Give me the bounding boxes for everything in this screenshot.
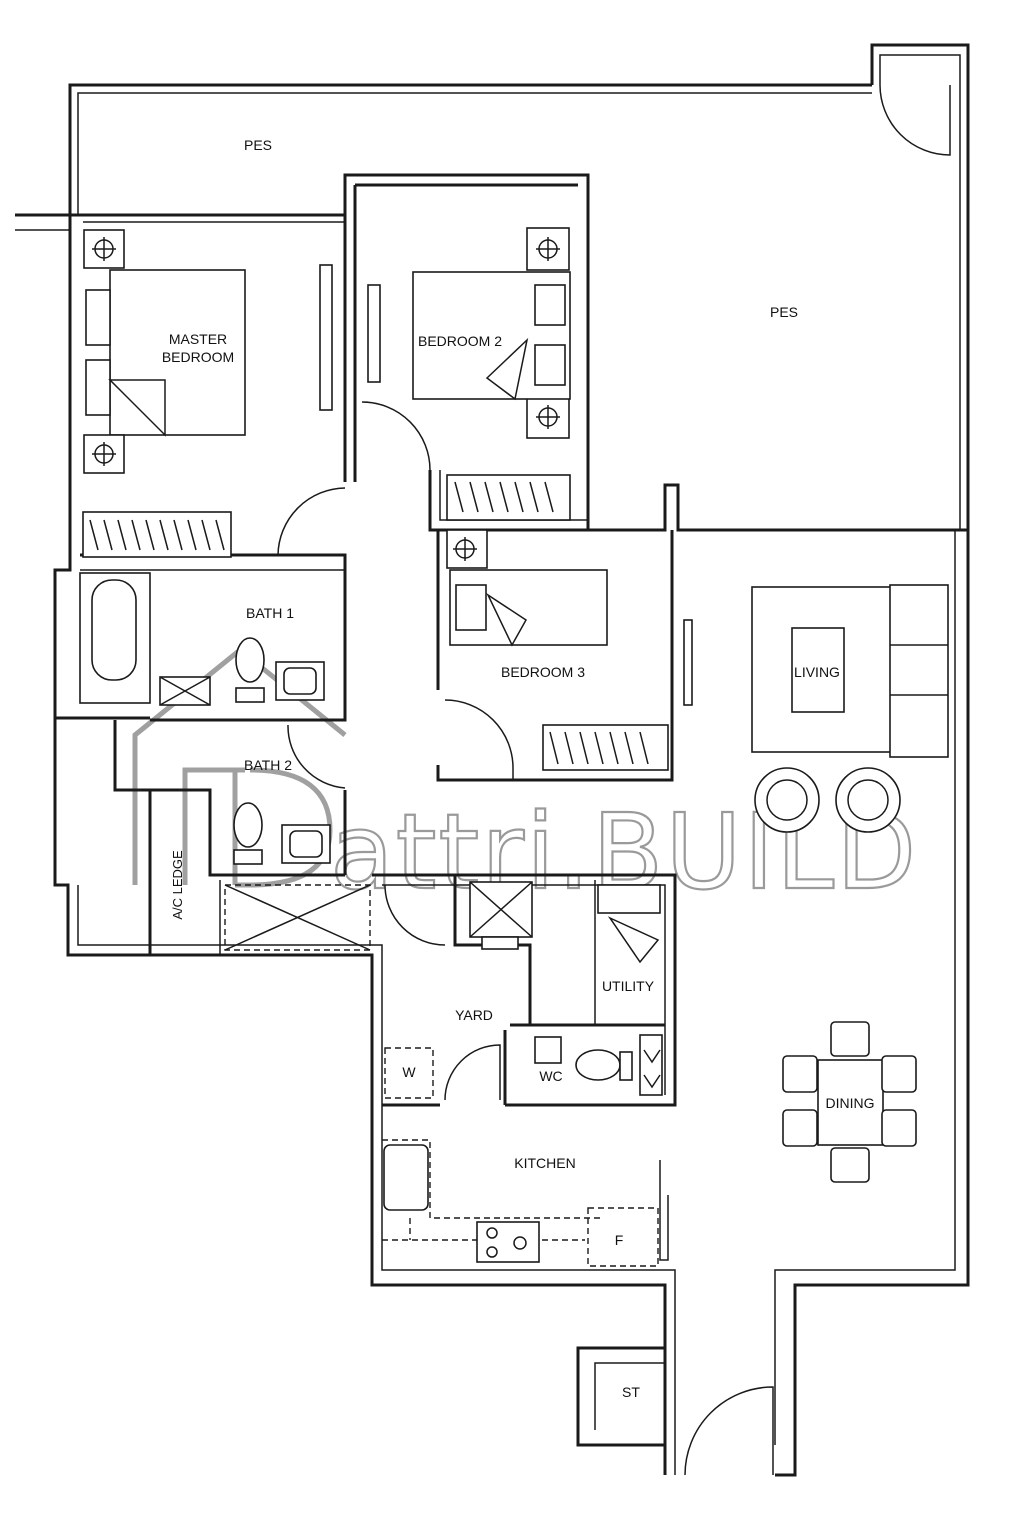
bath1-label: BATH 1 xyxy=(246,605,294,621)
store-label: ST xyxy=(622,1384,640,1400)
bedroom2-label: BEDROOM 2 xyxy=(418,333,502,349)
bath1-shower-icon xyxy=(159,676,211,706)
armchair-icon xyxy=(754,767,901,833)
wc-toilet-icon xyxy=(575,1049,633,1081)
wc-label: WC xyxy=(539,1068,562,1084)
bath1-toilet-icon xyxy=(235,637,265,703)
bath1-sink-icon xyxy=(275,661,325,701)
bedroom2-wardrobe-icon xyxy=(446,474,571,521)
living-label: LIVING xyxy=(794,664,840,680)
master-bed-icon xyxy=(85,269,246,437)
wc-sink-icon xyxy=(534,1036,562,1064)
bedroom3-bed-icon xyxy=(449,569,608,647)
fridge-label: F xyxy=(615,1232,624,1248)
master-bedroom-label-line2: BEDROOM xyxy=(162,349,234,365)
pes-right-label: PES xyxy=(770,304,798,320)
washer-label: W xyxy=(402,1064,416,1080)
utility-label: UTILITY xyxy=(602,978,655,994)
pes-top-label: PES xyxy=(244,137,272,153)
dining-table-icon xyxy=(782,1021,917,1183)
kitchen-label: KITCHEN xyxy=(514,1155,575,1171)
ac-ledge-label: A/C LEDGE xyxy=(170,850,185,920)
dining-label: DINING xyxy=(826,1095,875,1111)
utility-bed-icon xyxy=(597,884,661,964)
bath2-label: BATH 2 xyxy=(244,757,292,773)
bedroom3-label: BEDROOM 3 xyxy=(501,664,585,680)
bathtub-icon xyxy=(79,572,151,704)
master-wardrobe-icon xyxy=(82,511,232,558)
bath2-toilet-icon xyxy=(233,802,263,865)
room-labels: PES PES MASTER BEDROOM BEDROOM 2 BEDROOM… xyxy=(162,137,875,1400)
sofa-icon xyxy=(751,584,949,758)
washer-icon xyxy=(384,1047,434,1099)
bedroom2-bed-icon xyxy=(412,271,571,401)
stove-icon xyxy=(476,1221,540,1263)
master-bedroom-label-line1: MASTER xyxy=(169,331,227,347)
wc-shower-icon xyxy=(639,1034,663,1096)
kitchen-sink-icon xyxy=(383,1144,429,1211)
fridge-icon xyxy=(587,1207,659,1267)
furniture xyxy=(79,227,949,1267)
yard-label: YARD xyxy=(455,1007,493,1023)
bath2-sink-icon xyxy=(281,824,331,864)
light-icon xyxy=(83,227,570,569)
yard-shower-icon xyxy=(469,881,533,950)
bedroom3-wardrobe-icon xyxy=(542,724,669,771)
